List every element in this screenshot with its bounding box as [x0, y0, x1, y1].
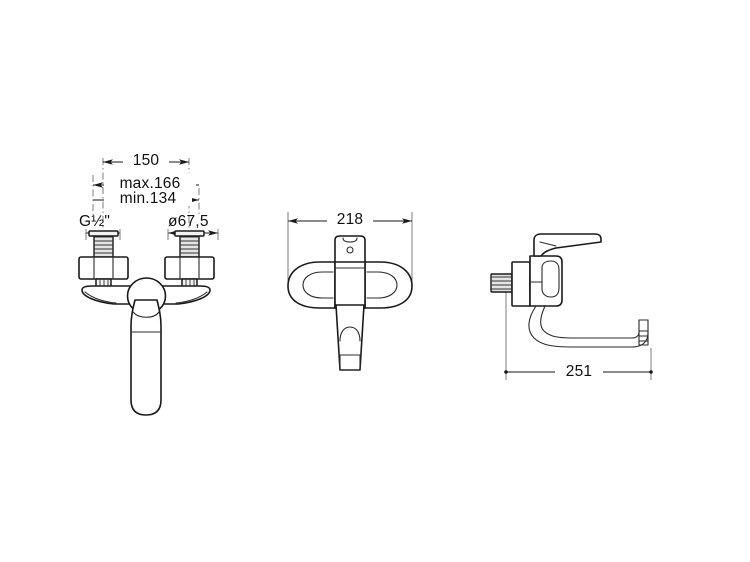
- front-view-left-wing: [287, 261, 336, 309]
- dimension-min134-label: min.134: [120, 190, 177, 207]
- front-view-right-wing: [364, 261, 413, 309]
- dimension-max166-text-mask: [104, 173, 196, 191]
- dimension-251-text-mask: [555, 361, 603, 379]
- dimension-150: 150: [103, 150, 189, 169]
- side-view-lever-handle: [533, 233, 602, 257]
- right-thread-collar: [174, 230, 205, 237]
- lever-handle-outline: [130, 299, 162, 416]
- side-spout-aerator: [638, 330, 649, 346]
- side-lever-inner-line: [539, 241, 557, 247]
- lever-handle-neck-line: [132, 311, 160, 318]
- top-view-right-flange: [164, 256, 215, 292]
- side-view-mixer-body: [529, 255, 563, 307]
- dimension-150-label: 150: [133, 152, 160, 169]
- spout-tube-outer: [540, 305, 640, 339]
- dimension-min134-text-mask: [104, 188, 192, 206]
- side-cartridge-housing: [541, 260, 560, 298]
- left-thread-hatch: [94, 236, 113, 254]
- side-view-wall-inlet: [490, 273, 513, 293]
- dimension-max166-label: max.166: [120, 175, 181, 192]
- front-view-central-body: [334, 261, 366, 309]
- top-view-left-flange: [78, 256, 129, 292]
- front-view-spout: [335, 304, 365, 371]
- top-view-extension-lines: [92, 158, 200, 240]
- top-view-lever-handle: [130, 299, 162, 416]
- top-view-group: 150 max.166 min.134 G½": [78, 150, 219, 416]
- left-wing-inner: [302, 271, 334, 299]
- spout-inner-arc: [339, 326, 361, 342]
- front-view-group: 218: [287, 209, 413, 371]
- left-thread-collar: [88, 230, 119, 237]
- dimension-150-text-mask: [123, 150, 169, 168]
- dimension-251-label: 251: [566, 363, 592, 380]
- dimension-218-label: 218: [337, 211, 363, 228]
- top-view-left-inlet: [88, 230, 119, 258]
- dimension-min134: min.134: [93, 188, 199, 207]
- side-view-group: 251: [490, 233, 653, 380]
- dimension-max166: max.166: [93, 173, 199, 192]
- mixer-body-inner-edge: [84, 291, 208, 304]
- left-flange-body: [78, 256, 129, 280]
- left-wing-outline: [287, 261, 336, 309]
- side-body-outline: [529, 255, 563, 307]
- right-thread-hatch: [180, 236, 199, 254]
- right-wing-outline: [364, 261, 413, 309]
- right-flange-body: [164, 256, 215, 280]
- spout-aerator: [339, 354, 361, 371]
- side-thread-hatch: [491, 276, 512, 290]
- cartridge-cap-top-notch: [342, 237, 358, 243]
- spout-tube-inner: [528, 305, 649, 348]
- wall-flange-plate: [511, 261, 531, 307]
- dimension-218: 218: [288, 209, 412, 228]
- side-lever-outline: [533, 233, 602, 257]
- side-view-spout-tube: [528, 305, 649, 348]
- index-indicator-circle: [346, 246, 354, 254]
- dimension-251: 251: [504, 288, 653, 380]
- front-view-extension-lines: [287, 212, 413, 290]
- cartridge-cap-body: [334, 235, 366, 269]
- callout-diameter-67-5-label: ø67,5: [168, 213, 209, 230]
- dimension-218-text-mask: [327, 209, 373, 227]
- front-view-cartridge-cap: [334, 235, 366, 269]
- callout-thread-g-half-label: G½": [79, 213, 110, 230]
- right-wing-inner: [366, 271, 398, 299]
- central-body-block: [334, 261, 366, 309]
- top-view-right-inlet: [174, 230, 205, 258]
